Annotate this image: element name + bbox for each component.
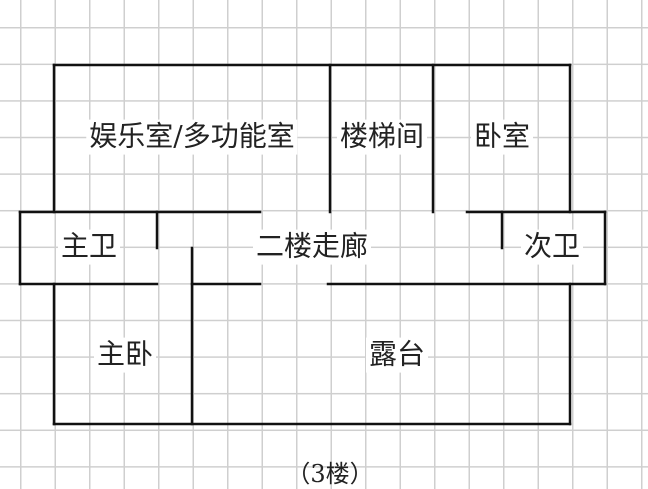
room-label-second-bath: 次卫 xyxy=(520,229,584,265)
room-label-master-bath: 主卫 xyxy=(57,229,121,265)
room-label-entertainment: 娱乐室/多功能室 xyxy=(86,119,298,155)
room-label-master-bedroom: 主卧 xyxy=(93,337,157,373)
floor-caption: （3楼） xyxy=(286,459,374,488)
room-label-bedroom: 卧室 xyxy=(470,119,534,155)
room-label-corridor: 二楼走廊 xyxy=(252,229,372,265)
room-label-terrace: 露台 xyxy=(365,337,429,373)
room-label-stairwell: 楼梯间 xyxy=(336,119,428,155)
